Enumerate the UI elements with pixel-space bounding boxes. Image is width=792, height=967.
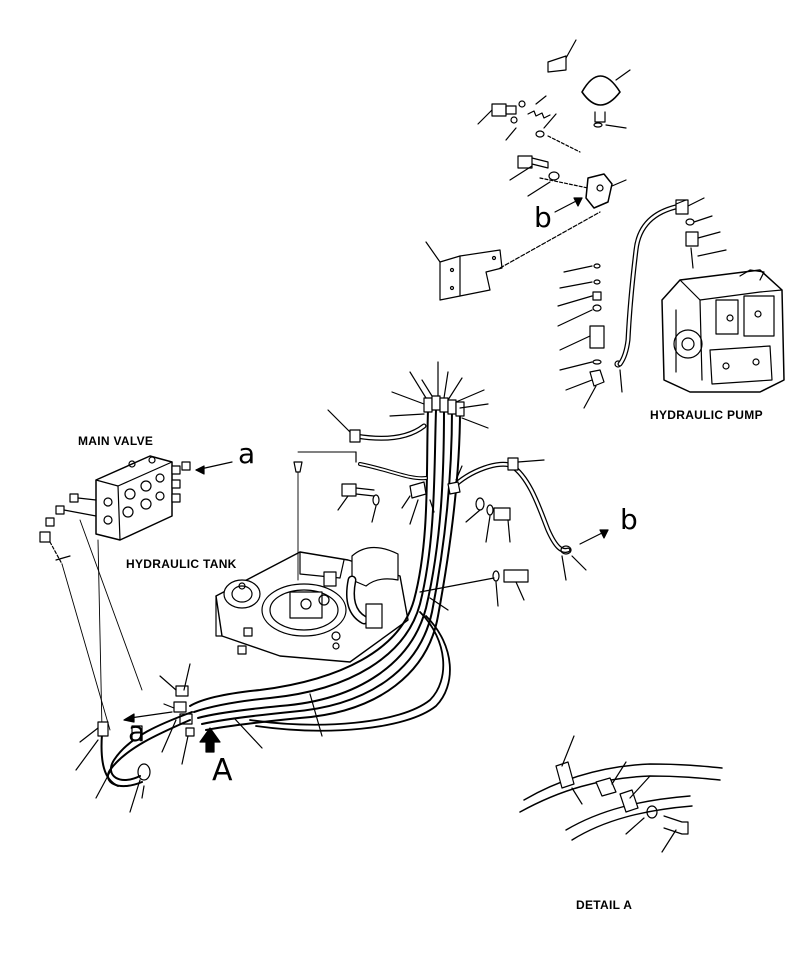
hydraulic-tank <box>215 451 409 663</box>
ref-a-hose: a <box>128 715 146 748</box>
detail-a-label: DETAIL A <box>576 898 633 912</box>
detail-a <box>519 735 723 853</box>
hydraulic-tank-label: HYDRAULIC TANK <box>126 557 237 571</box>
ref-b-hose: b <box>620 503 638 536</box>
pump-fittings-stack <box>557 197 727 409</box>
accumulator-assembly <box>425 39 631 301</box>
leader-lines-bundle-top <box>389 361 489 429</box>
leader-lines-stack <box>557 265 623 409</box>
leader-lines-accumulator <box>565 39 631 129</box>
hydraulic-pump <box>661 269 785 393</box>
main-valve <box>39 455 233 731</box>
ref-a-main-valve: a <box>238 437 256 470</box>
hose-bundle <box>75 361 609 813</box>
ref-b-bracket: b <box>534 201 552 234</box>
leader-lines-fittings <box>477 95 557 141</box>
main-valve-label: MAIN VALVE <box>78 434 154 448</box>
hydraulic-pump-label: HYDRAULIC PUMP <box>650 408 763 422</box>
view-a-marker: A <box>212 753 233 788</box>
